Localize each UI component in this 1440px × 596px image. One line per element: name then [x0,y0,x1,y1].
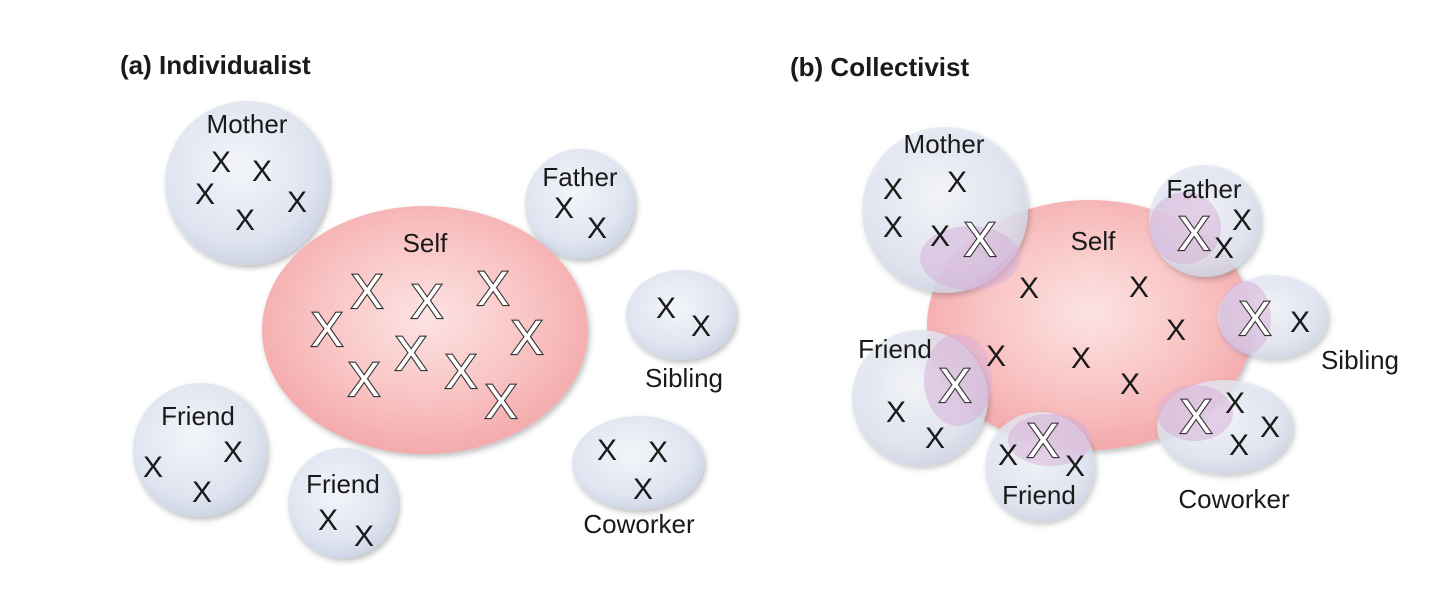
a-mother-shape [165,101,329,265]
a-coworker-label: Coworker [583,509,695,539]
b-overlap-regions [920,192,1271,466]
b-father-x: X [1232,204,1252,237]
b-overlap-mother [920,226,1020,290]
b-overlap-friend-1 [924,334,992,426]
a-self-x: X [395,328,427,381]
b-self-x: X [1071,342,1091,375]
b-self-label: Self [1071,226,1117,256]
b-self-x: X [1166,314,1186,347]
b-overlap-sibling [1219,281,1271,355]
a-sibling-shape [626,270,736,360]
b-mother-x: X [883,211,903,244]
a-mother-x: X [235,204,255,237]
a-self-label: Self [403,228,449,258]
b-friend-1-label: Friend [858,334,932,364]
a-friend-1-x: X [192,476,212,509]
a-friend-2-x: X [318,504,338,537]
a-self-shape [262,206,588,454]
a-self-x: X [485,376,517,429]
b-self-x: X [986,340,1006,373]
a-sibling-label: Sibling [645,363,723,393]
b-coworker-label: Coworker [1178,484,1290,514]
a-friend-2-label: Friend [306,469,380,499]
b-self-x: X [1129,271,1149,304]
b-mother-shared-x: X [964,214,996,267]
a-father-shape [525,149,635,259]
b-mother-x: X [947,166,967,199]
b-coworker-x: X [1225,387,1245,420]
a-self-x: X [411,276,443,329]
a-friend-2-shape [288,448,398,558]
b-friend-1-shared-x: X [939,360,971,413]
panel-individualist: (a) Individualist Mother X X X X X Fathe… [120,50,736,558]
a-coworker-x: X [633,473,653,506]
a-mother-circle: Mother X X X X X [165,101,329,265]
a-friend-circle: Friend X X [288,448,398,558]
a-sibling-circle: X X Sibling [626,270,736,393]
b-father-shared-x: X [1178,208,1210,261]
b-sibling-x: X [1290,306,1310,339]
a-father-label: Father [542,162,617,192]
a-self-circle: Self X X X X X X X X X [262,206,588,454]
a-self-x: X [311,304,343,357]
a-coworker-circle: X X X Coworker [572,416,704,539]
a-mother-x: X [252,155,272,188]
a-father-x: X [587,212,607,245]
b-friend-2-x: X [1065,450,1085,483]
b-self-x: X [1019,272,1039,305]
b-father-x: X [1214,232,1234,265]
a-self-x: X [445,346,477,399]
a-self-x: X [511,312,543,365]
a-father-circle: Father X X [525,149,635,259]
b-friend-2-label: Friend [1002,480,1076,510]
b-mother-x: X [930,220,950,253]
a-coworker-x: X [648,436,668,469]
panel-b-title: (b) Collectivist [790,52,969,82]
b-overlap-friend-2 [1008,414,1092,466]
a-sibling-x: X [691,310,711,343]
a-father-x: X [554,192,574,225]
a-mother-x: X [195,178,215,211]
a-self-x: X [348,354,380,407]
a-friend-1-x: X [223,436,243,469]
b-father-label: Father [1166,174,1241,204]
a-friend-2-x: X [354,520,374,553]
b-mother-label: Mother [904,129,985,159]
a-friend-1-x: X [143,451,163,484]
b-friend-1-x: X [886,396,906,429]
b-coworker-shared-x: X [1180,391,1212,444]
a-friend-1-shape [133,383,267,517]
b-self-x: X [1120,368,1140,401]
a-mother-x: X [287,186,307,219]
b-friend-2-x: X [998,439,1018,472]
a-mother-x: X [211,146,231,179]
a-coworker-shape [572,416,704,510]
b-mother-x: X [883,173,903,206]
a-friend-1-label: Friend [161,401,235,431]
a-friend-circle: Friend X X X [133,383,267,517]
panel-collectivist: (b) Collectivist [790,52,1399,522]
a-mother-label: Mother [207,109,288,139]
a-sibling-x: X [656,292,676,325]
panel-a-title: (a) Individualist [120,50,311,80]
b-overlap-coworker [1157,385,1233,441]
b-friend-2-shared-x: X [1027,415,1059,468]
b-overlap-father [1149,192,1221,264]
b-friend-1-x: X [925,422,945,455]
a-self-x: X [477,263,509,316]
a-coworker-x: X [597,434,617,467]
b-sibling-shared-x: X [1239,293,1271,346]
b-sibling-label: Sibling [1321,345,1399,375]
b-coworker-x: X [1229,429,1249,462]
a-self-x: X [351,266,383,319]
b-coworker-x: X [1260,411,1280,444]
